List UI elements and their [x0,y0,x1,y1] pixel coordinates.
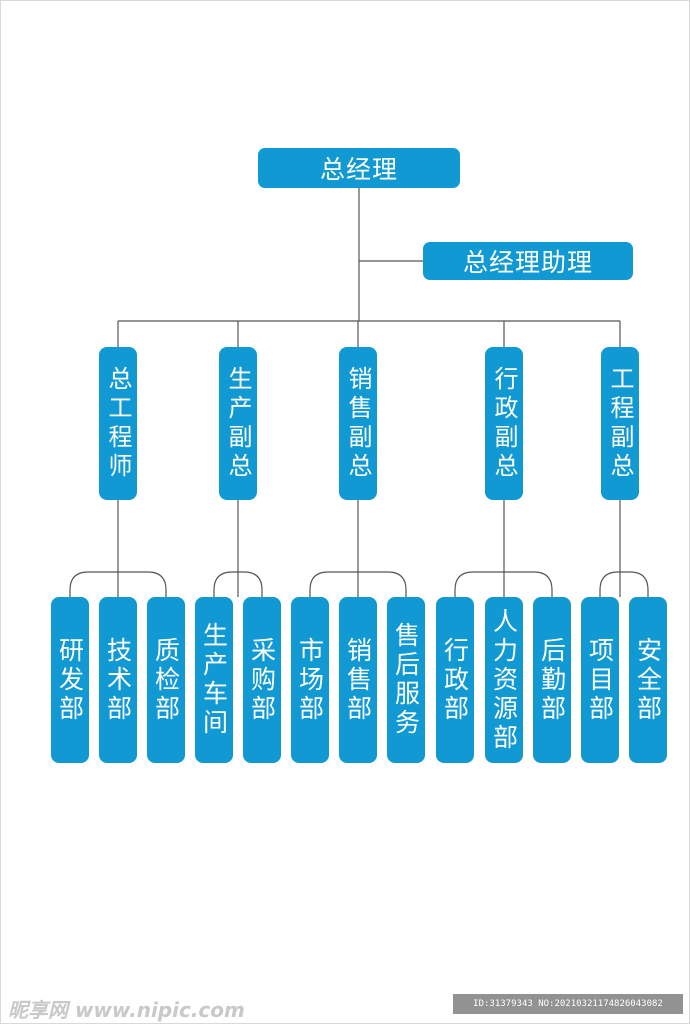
department-box: 生产车间 [195,597,233,763]
department-box: 研发部 [51,597,89,763]
department-box: 后勤部 [533,597,571,763]
general-manager-box: 总经理 [258,148,460,188]
department-box: 采购部 [243,597,281,763]
watermark-id: ID:31379343 NO:20210321174826043082 [453,994,683,1014]
dept-bracket-3 [309,571,407,597]
department-box: 行政部 [436,597,474,763]
department-box: 技术部 [99,597,137,763]
dept-bracket-1 [69,571,167,597]
department-box: 质检部 [147,597,185,763]
vp-box-4: 行政副总 [485,347,523,500]
dept-bracket-5 [599,571,649,597]
dept-bracket-4 [454,571,553,597]
department-box: 销售部 [339,597,377,763]
department-box: 安全部 [629,597,667,763]
vp-box-2: 生产副总 [219,347,257,500]
dept-bracket-2 [213,571,263,597]
vp-box-5: 工程副总 [601,347,639,500]
vp-box-1: 总工程师 [99,347,137,500]
assistant-manager-box: 总经理助理 [423,242,633,280]
department-box: 市场部 [291,597,329,763]
watermark-logo: 昵享网 www.nipic.com [8,998,245,1022]
vp-box-3: 销售副总 [339,347,377,500]
department-box: 人力资源部 [485,597,523,763]
department-box: 售后服务 [387,597,425,763]
department-box: 项目部 [581,597,619,763]
